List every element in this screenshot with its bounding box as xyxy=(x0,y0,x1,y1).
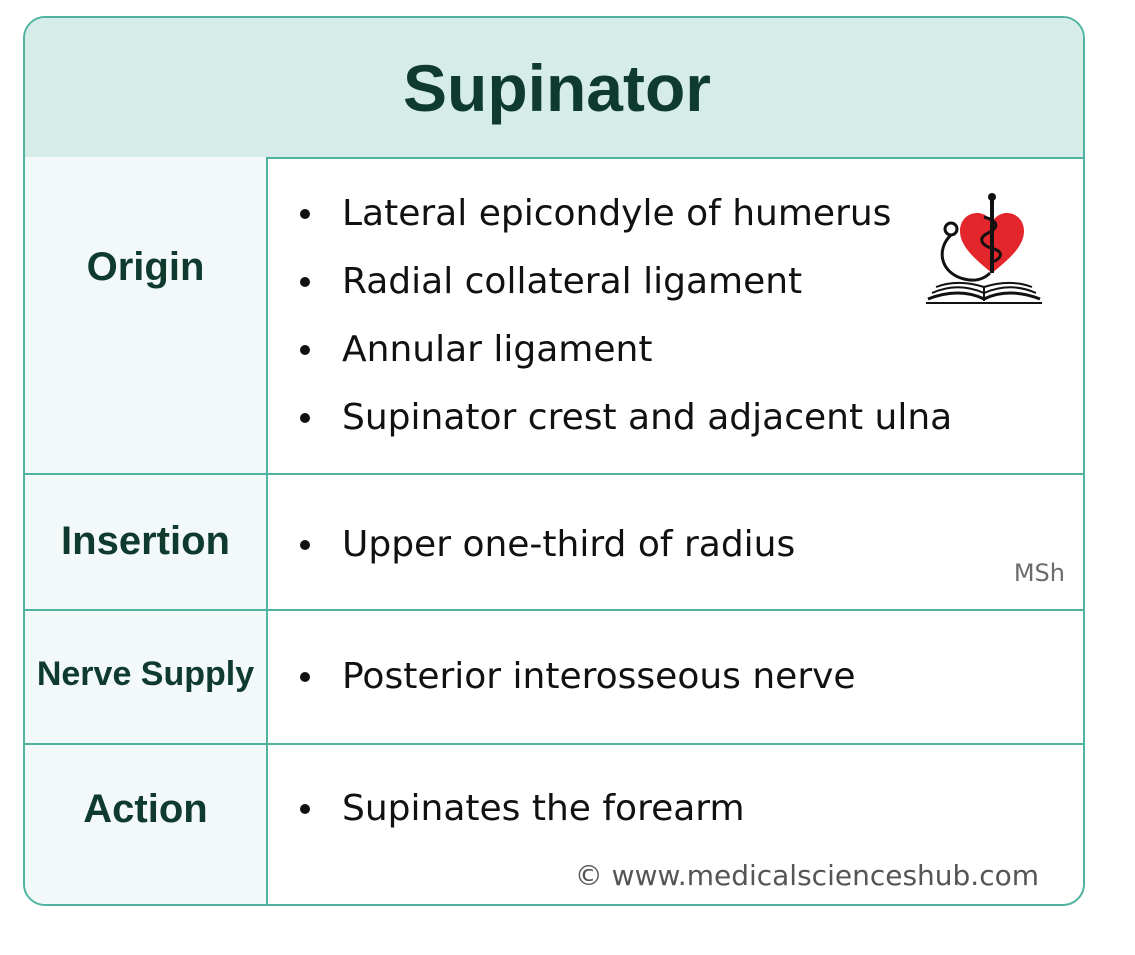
list-item: Radial collateral ligament xyxy=(300,248,952,316)
insertion-list: Upper one-third of radius xyxy=(300,511,795,579)
list-item-text: Posterior interosseous nerve xyxy=(342,656,856,697)
list-item-text: Upper one-third of radius xyxy=(342,524,796,565)
bullet-icon xyxy=(300,277,310,287)
watermark-msh: MSh xyxy=(1013,559,1065,587)
list-item-text: Radial collateral ligament xyxy=(342,261,803,302)
content-cell-origin: Lateral epicondyle of humerus Radial col… xyxy=(268,157,1083,473)
list-item: Upper one-third of radius xyxy=(300,511,795,579)
list-item-text: Lateral epicondyle of humerus xyxy=(342,193,892,234)
row-label-nerve-supply: Nerve Supply xyxy=(36,655,255,693)
row-label-origin: Origin xyxy=(86,245,205,289)
label-cell-action: Action xyxy=(25,745,268,904)
nerve-supply-list: Posterior interosseous nerve xyxy=(300,643,856,711)
list-item: Annular ligament xyxy=(300,316,952,384)
bullet-icon xyxy=(300,672,310,682)
row-origin: Origin Lateral epicondyle of humerus Rad… xyxy=(25,157,1083,475)
bullet-icon xyxy=(300,540,310,550)
list-item: Supinator crest and adjacent ulna xyxy=(300,384,952,452)
copyright-text: © www.medicalscienceshub.com xyxy=(574,859,1039,892)
content-cell-action: Supinates the forearm © www.medicalscien… xyxy=(268,745,1083,904)
list-item: Supinates the forearm xyxy=(300,775,745,843)
action-list: Supinates the forearm xyxy=(300,775,745,843)
row-insertion: Insertion Upper one-third of radius MSh xyxy=(25,475,1083,611)
list-item-text: Supinator crest and adjacent ulna xyxy=(342,397,953,438)
label-cell-origin: Origin xyxy=(25,157,268,473)
list-item: Posterior interosseous nerve xyxy=(300,643,856,711)
page-title: Supinator xyxy=(403,50,711,125)
row-label-action: Action xyxy=(83,787,208,831)
list-item: Lateral epicondyle of humerus xyxy=(300,180,952,248)
label-cell-nerve-supply: Nerve Supply xyxy=(25,611,268,743)
content-cell-insertion: Upper one-third of radius MSh xyxy=(268,475,1083,609)
content-cell-nerve-supply: Posterior interosseous nerve xyxy=(268,611,1083,743)
row-label-insertion: Insertion xyxy=(61,519,230,563)
label-cell-insertion: Insertion xyxy=(25,475,268,609)
supinator-card: Supinator Origin Lateral epicondyle of h… xyxy=(23,16,1085,906)
list-item-text: Annular ligament xyxy=(342,329,653,370)
heart-stethoscope-book-icon xyxy=(926,193,1042,304)
bullet-icon xyxy=(300,804,310,814)
row-nerve-supply: Nerve Supply Posterior interosseous nerv… xyxy=(25,611,1083,745)
origin-list: Lateral epicondyle of humerus Radial col… xyxy=(300,180,952,452)
title-bar: Supinator xyxy=(25,18,1083,159)
bullet-icon xyxy=(300,209,310,219)
bullet-icon xyxy=(300,345,310,355)
bullet-icon xyxy=(300,413,310,423)
row-action: Action Supinates the forearm © www.medic… xyxy=(25,745,1083,904)
list-item-text: Supinates the forearm xyxy=(342,788,745,829)
